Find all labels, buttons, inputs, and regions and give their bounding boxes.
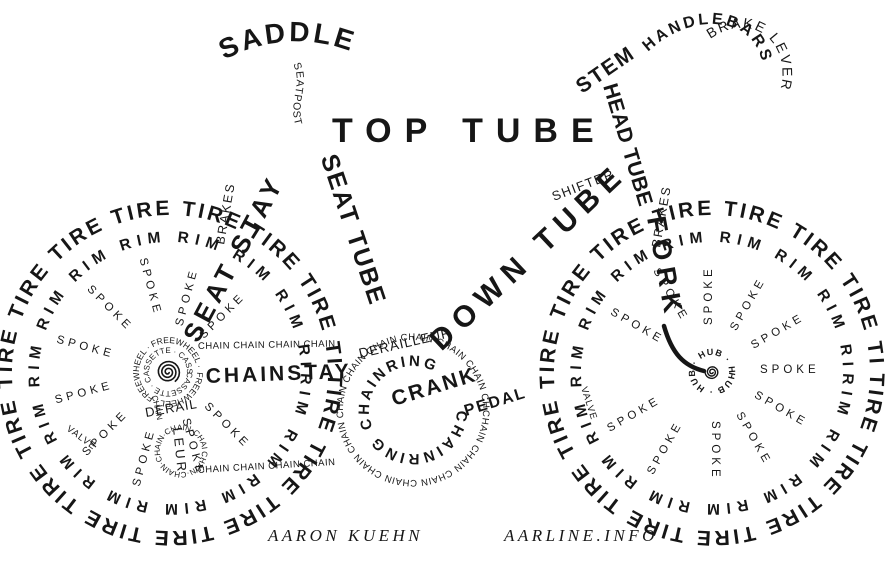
spoke-label-rear: SPOKE	[84, 283, 135, 334]
spoke-label-front: SPOKE	[733, 410, 773, 468]
saddle-label: SADDLE	[214, 16, 361, 65]
chainstay-label: CHAINSTAY	[205, 360, 352, 388]
spoke-label-rear: SPOKE	[202, 401, 253, 452]
fork-blade-stroke	[661, 323, 707, 374]
spoke-label-rear: SPOKE	[137, 257, 164, 318]
derailleur-label-rear-tail: LEUR	[170, 427, 190, 475]
spoke-label-front: SPOKE	[709, 421, 721, 481]
artist-credit: AARON KUEHN	[267, 526, 423, 545]
freewheel-spiral	[157, 360, 181, 383]
chain-top-run: CHAIN CHAIN CHAIN CHAIN	[198, 339, 336, 352]
spoke-label-front: SPOKE	[608, 306, 666, 346]
tire-ring-front: TIRE TIRE TIRE TIRE TIRE TIRE TIRE TIRE …	[0, 0, 885, 549]
rim-ring-front: RIM RIM RIM RIM RIM RIM RIM RIM RIM RIM …	[0, 0, 850, 517]
site-credit: AARLINE.INFO	[503, 526, 658, 545]
spoke-label-front: SPOKE	[749, 311, 807, 351]
top-tube-label: TOP TUBE	[332, 112, 607, 150]
spoke-label-rear: SPOKE	[55, 334, 116, 361]
spoke-label-front: SPOKE	[703, 265, 715, 325]
front-hub-spiral	[704, 366, 719, 380]
spoke-label-front: SPOKE	[728, 275, 768, 333]
spoke-label-rear: SPOKE	[131, 427, 158, 488]
spoke-label-front: SPOKE	[605, 394, 663, 434]
spoke-label-front: SPOKE	[752, 389, 810, 429]
spoke-label-rear: SPOKE	[80, 408, 131, 459]
seatpost-label: SEATPOST	[290, 61, 306, 127]
spoke-label-front: SPOKE	[645, 419, 685, 477]
spoke-label-rear: SPOKE	[54, 379, 115, 406]
spoke-label-front: SPOKE	[760, 364, 820, 376]
seat-tube-label: SEAT TUBE	[315, 151, 392, 310]
pedal-label: PEDAL	[462, 385, 528, 420]
